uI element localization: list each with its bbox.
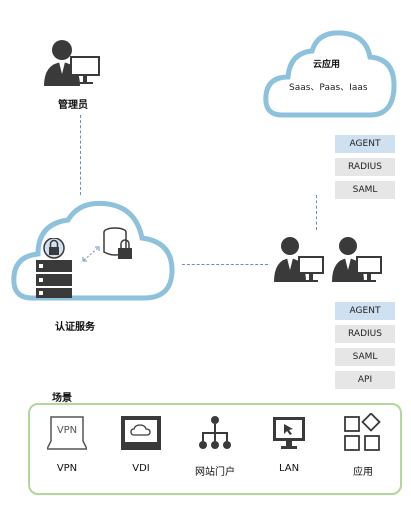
- scenario-label: VPN: [56, 463, 78, 474]
- app-grid-icon: [326, 413, 400, 453]
- auth-to-users-line: [182, 264, 268, 265]
- user-protocol-list: AGENT RADIUS SAML API: [335, 302, 395, 394]
- cloud-app-subtitle: Saas、Paas、Iaas: [289, 83, 368, 93]
- auth-service-label: 认证服务: [55, 322, 95, 333]
- protocol-saml: SAML: [335, 181, 395, 199]
- cloud-app-shape: [260, 25, 400, 125]
- scenario-portal: 网站门户: [178, 405, 252, 493]
- sync-arrows-icon: [80, 242, 104, 266]
- scenario-vpn: VPN VPN: [30, 405, 104, 493]
- scenario-label: 应用: [353, 467, 373, 478]
- protocol-radius: RADIUS: [335, 325, 395, 343]
- scenario-label: LAN: [278, 463, 300, 474]
- admin-user-icon: [40, 34, 104, 90]
- end-users-icon: [270, 232, 390, 290]
- network-tree-icon: [178, 413, 252, 453]
- svg-text:VPN: VPN: [57, 425, 77, 436]
- cloud-to-users-line: [316, 195, 317, 230]
- lan-monitor-icon: [252, 413, 326, 453]
- database-lock-icon: [102, 226, 136, 264]
- scenarios-panel: VPN VPN VDI 网站门户: [28, 403, 402, 495]
- admin-label: 管理员: [58, 100, 88, 111]
- vdi-monitor-icon: [104, 413, 178, 453]
- scenario-vdi: VDI: [104, 405, 178, 493]
- protocol-radius: RADIUS: [335, 158, 395, 176]
- cloud-protocol-list: AGENT RADIUS SAML: [335, 135, 395, 204]
- cloud-app-title: 云应用: [313, 60, 341, 70]
- scenario-app: 应用: [326, 405, 400, 493]
- protocol-agent: AGENT: [335, 135, 395, 153]
- scenario-lan: LAN: [252, 405, 326, 493]
- scenario-label: VDI: [132, 463, 150, 474]
- scenario-label: 网站门户: [195, 467, 235, 478]
- scenarios-title: 场景: [52, 393, 72, 404]
- protocol-agent: AGENT: [335, 302, 395, 320]
- protocol-api: API: [335, 371, 395, 389]
- vpn-device-icon: VPN: [30, 413, 104, 453]
- admin-connector-line: [80, 115, 81, 195]
- auth-server-icon: [34, 237, 78, 300]
- protocol-saml: SAML: [335, 348, 395, 366]
